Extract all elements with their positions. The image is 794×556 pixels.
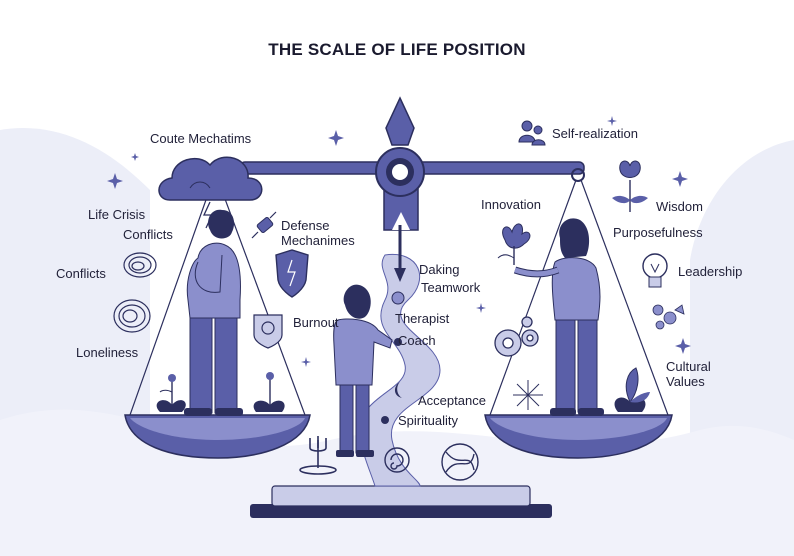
left-plant-icon — [156, 374, 186, 412]
label-wisdom: Wisdom — [656, 199, 703, 214]
flower-icon — [497, 223, 531, 265]
label-burnout: Burnout — [293, 315, 339, 330]
right-small-plant-icon — [253, 372, 285, 412]
conflicts-scribble-icon — [123, 252, 157, 278]
label-purposefulness: Purposefulness — [613, 225, 703, 240]
label-acceptance: Acceptance — [418, 393, 486, 408]
knot-icon — [441, 443, 479, 481]
self-realization-people-icon — [518, 120, 546, 146]
stressed-person-figure — [184, 209, 243, 416]
confident-person-figure — [513, 218, 604, 416]
tulip-icon — [612, 160, 648, 212]
trident-icon — [299, 436, 337, 475]
path-dot-3 — [381, 416, 389, 424]
page-title: THE SCALE OF LIFE POSITION — [268, 40, 526, 59]
label-therapist: Therapist — [395, 311, 450, 326]
label-coute-mechatims: Coute Mechatims — [150, 131, 252, 146]
scale-pointer — [385, 96, 415, 146]
therapist-figure — [333, 284, 393, 457]
label-self-realization: Self-realization — [552, 126, 638, 141]
path-dot-1 — [391, 291, 405, 305]
label-daking: Daking — [419, 262, 460, 277]
burnout-badge-icon — [253, 314, 283, 349]
moon-icon — [394, 382, 402, 398]
sparkle-icons — [107, 116, 691, 367]
plug-icon — [251, 211, 277, 239]
sunburst-icon — [513, 380, 543, 410]
gears-icon — [494, 316, 539, 357]
scale-base-bottom — [250, 504, 552, 518]
label-teamwork: Teamwork — [421, 280, 481, 295]
shield-icon — [275, 249, 309, 298]
label-coach: Coach — [398, 333, 436, 348]
label-conflicts-1: Conflicts — [123, 227, 173, 242]
label-life-crisis: Life Crisis — [88, 207, 146, 222]
scale-base-top — [271, 485, 531, 507]
label-leadership: Leadership — [678, 264, 743, 279]
label-innovation: Innovation — [481, 197, 541, 212]
label-spirituality: Spirituality — [398, 413, 458, 428]
right-pan-plant-icon — [614, 367, 650, 412]
path-dot-2 — [394, 338, 402, 346]
label-conflicts-2: Conflicts — [56, 266, 106, 281]
label-loneliness: Loneliness — [76, 345, 139, 360]
winding-path — [359, 254, 441, 487]
spiral-icon — [384, 447, 410, 473]
label-cultural-values: Cultural Values — [666, 359, 711, 389]
label-defense-mechanimes: Defense Mechanimes — [281, 218, 355, 248]
lightbulb-icon — [642, 253, 668, 288]
storm-cloud-icon — [158, 156, 263, 229]
cultural-pattern-icon — [652, 304, 685, 330]
loneliness-scribble-icon — [113, 299, 151, 333]
pivot-notch — [392, 212, 410, 230]
